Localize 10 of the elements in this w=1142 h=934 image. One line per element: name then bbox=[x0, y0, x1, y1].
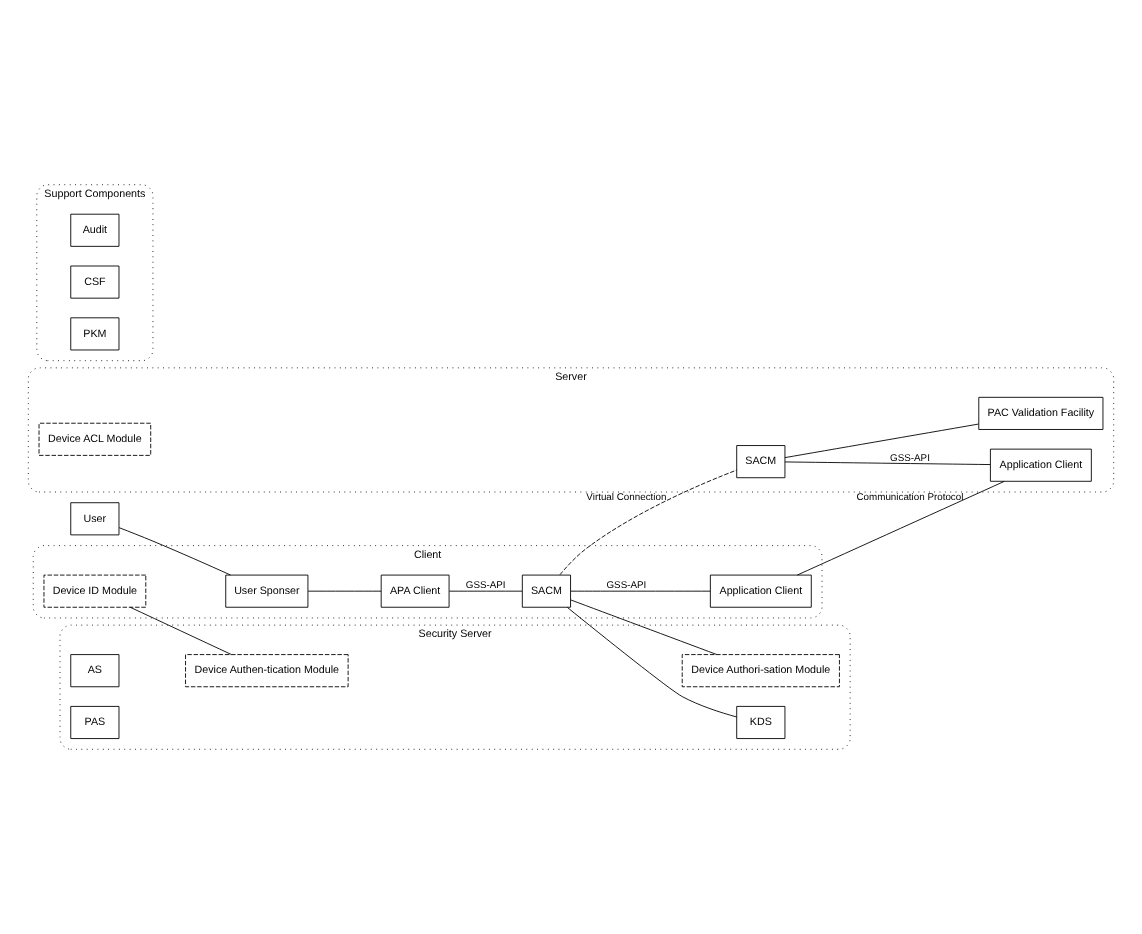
connector bbox=[118, 527, 231, 576]
connector bbox=[559, 469, 737, 576]
connector bbox=[566, 607, 738, 718]
connector bbox=[448, 590, 523, 592]
connector bbox=[307, 590, 382, 592]
connector bbox=[570, 590, 711, 592]
connector bbox=[784, 461, 991, 465]
connector bbox=[796, 480, 1005, 576]
connector bbox=[784, 423, 980, 459]
connector bbox=[570, 599, 718, 655]
